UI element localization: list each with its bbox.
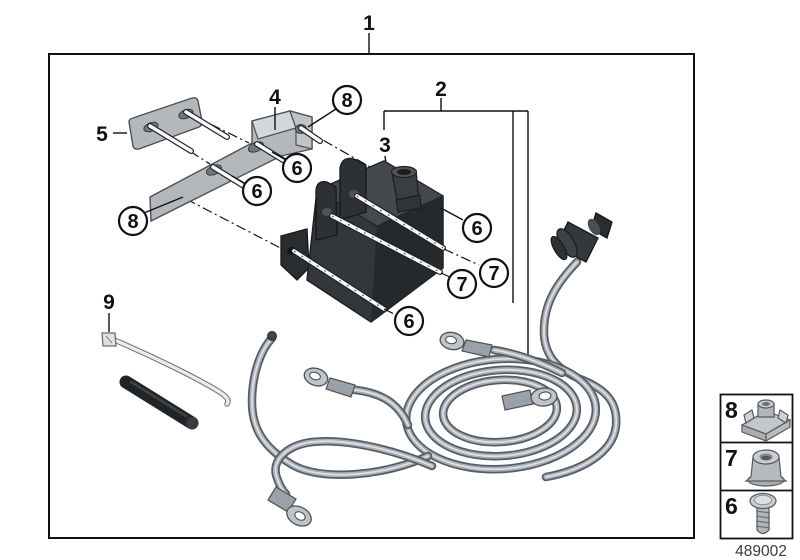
connector-plug xyxy=(550,212,613,263)
cable-harness xyxy=(252,212,616,527)
callout-8b-leader xyxy=(143,196,184,214)
svg-text:6: 6 xyxy=(291,158,302,180)
screw-icon xyxy=(749,492,777,535)
callout-8a[interactable]: 8 xyxy=(331,84,363,116)
callout-6c[interactable]: 6 xyxy=(461,212,493,244)
svg-text:7: 7 xyxy=(488,263,499,285)
svg-text:6: 6 xyxy=(725,493,738,519)
svg-text:8: 8 xyxy=(341,90,352,112)
ring-terminal-2 xyxy=(303,367,356,398)
part-number: 489002 xyxy=(735,543,787,560)
cable-open-end xyxy=(267,331,277,341)
callout-2-label[interactable]: 2 xyxy=(435,78,447,101)
callout-7a[interactable]: 7 xyxy=(478,257,510,289)
callout-3-label[interactable]: 3 xyxy=(379,134,391,157)
collar-nut-icon xyxy=(744,449,788,487)
part-mounting-plate xyxy=(128,97,230,154)
svg-text:6: 6 xyxy=(403,311,414,333)
ring-terminal-3 xyxy=(267,486,312,527)
legend-table: 8 7 6 xyxy=(719,393,794,540)
callout-4-label[interactable]: 4 xyxy=(269,86,281,109)
legend-row-6[interactable]: 6 xyxy=(725,492,777,535)
callout-8b[interactable]: 8 xyxy=(117,205,149,237)
callout-1-label[interactable]: 1 xyxy=(363,12,375,35)
callout-6b-leader xyxy=(231,175,247,185)
callout-2-bracket xyxy=(383,98,529,355)
callout-6a-leader xyxy=(271,151,287,161)
part-rubber-sleeve xyxy=(119,375,199,430)
svg-text:6: 6 xyxy=(251,181,262,203)
cage-nut-icon xyxy=(740,399,792,443)
relay-mount-screws xyxy=(291,193,446,312)
part-terminal-stud xyxy=(390,165,422,213)
legend-row-7[interactable]: 7 xyxy=(725,445,788,487)
callout-6d[interactable]: 6 xyxy=(393,305,425,337)
callout-6c-leader xyxy=(440,207,464,221)
callout-6a[interactable]: 6 xyxy=(281,152,313,184)
svg-text:6: 6 xyxy=(471,218,482,240)
part-cable-tie xyxy=(101,332,228,404)
diagram-border-frame xyxy=(48,53,695,539)
ring-terminal-1 xyxy=(439,331,493,358)
callout-6b[interactable]: 6 xyxy=(241,175,273,207)
svg-text:7: 7 xyxy=(725,445,738,471)
callout-5-label[interactable]: 5 xyxy=(96,123,108,146)
callout-7b[interactable]: 7 xyxy=(446,268,478,300)
legend-row-8[interactable]: 8 xyxy=(725,397,792,443)
ring-terminal-4 xyxy=(501,387,558,411)
screw-axis-extensions xyxy=(383,248,480,316)
svg-text:7: 7 xyxy=(456,274,467,296)
callout-9-label[interactable]: 9 xyxy=(103,291,115,314)
svg-text:8: 8 xyxy=(725,397,738,423)
part-relay-unit xyxy=(280,157,446,323)
svg-text:8: 8 xyxy=(127,211,138,233)
callout-8a-leader xyxy=(307,108,337,128)
relay-fin-2 xyxy=(339,157,367,221)
